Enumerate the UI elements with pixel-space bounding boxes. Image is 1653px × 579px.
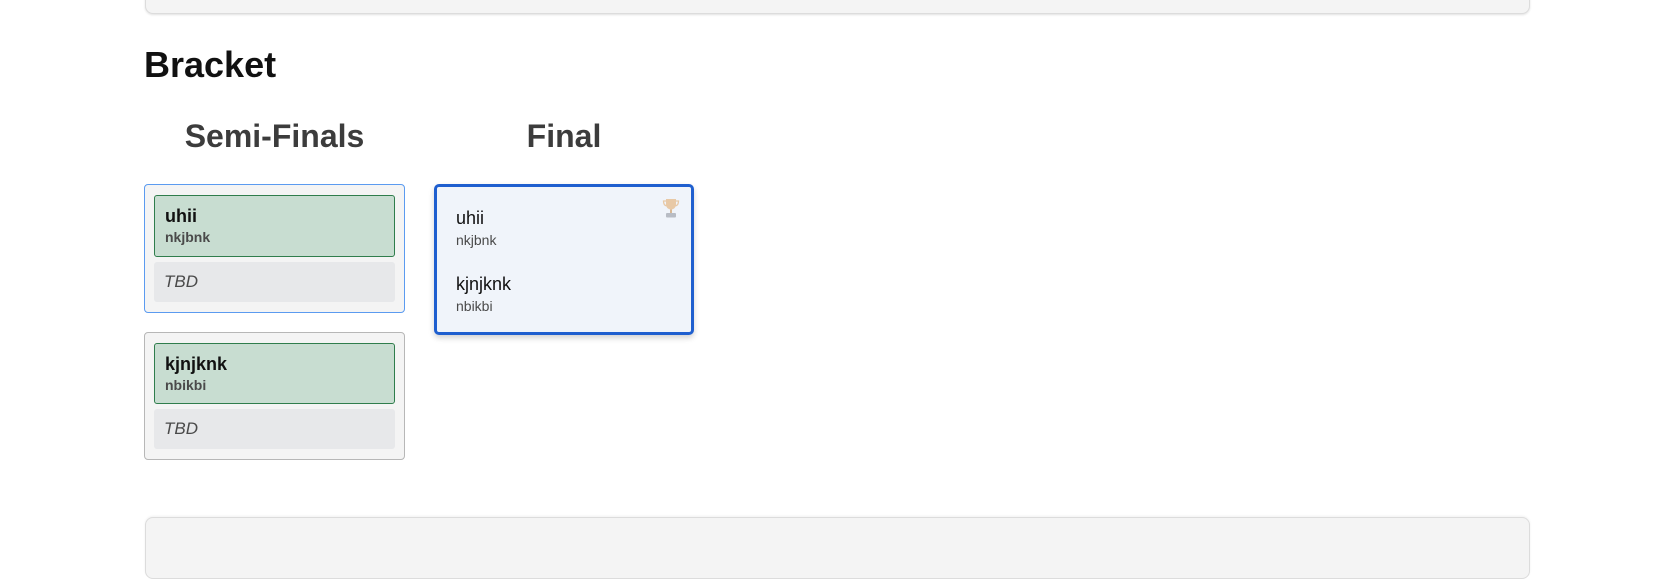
final-match[interactable]: uhii nkjbnk kjnjknk nbikbi <box>434 184 694 335</box>
trophy-icon <box>662 199 680 218</box>
round-title-semifinals: Semi-Finals <box>184 118 365 154</box>
match-slot-winner[interactable]: uhii nkjbnk <box>154 195 395 257</box>
next-panel <box>145 517 1530 579</box>
player-name: kjnjknk <box>456 274 512 294</box>
tbd-label: TBD <box>164 419 198 438</box>
team-name: nkjbnk <box>456 232 497 248</box>
team-name: nbikbi <box>456 298 493 314</box>
player-name: uhii <box>165 206 197 226</box>
match-slot-winner[interactable]: kjnjknk nbikbi <box>154 343 395 404</box>
previous-panel <box>145 0 1530 14</box>
tbd-label: TBD <box>164 272 198 291</box>
team-name: nkjbnk <box>165 229 211 245</box>
player-name: uhii <box>456 208 485 228</box>
final-entry-1[interactable]: uhii nkjbnk <box>456 207 496 249</box>
final-entry-2[interactable]: kjnjknk nbikbi <box>456 273 511 315</box>
player-name: kjnjknk <box>165 354 228 374</box>
match-slot-tbd: TBD <box>154 262 395 302</box>
match-slot-tbd: TBD <box>154 409 395 449</box>
round-title-final: Final <box>526 118 602 154</box>
section-title: Bracket <box>144 44 277 85</box>
team-name: nbikbi <box>165 377 207 393</box>
semifinal-match-2[interactable]: kjnjknk nbikbi TBD <box>144 332 405 460</box>
semifinal-match-1[interactable]: uhii nkjbnk TBD <box>144 184 405 313</box>
